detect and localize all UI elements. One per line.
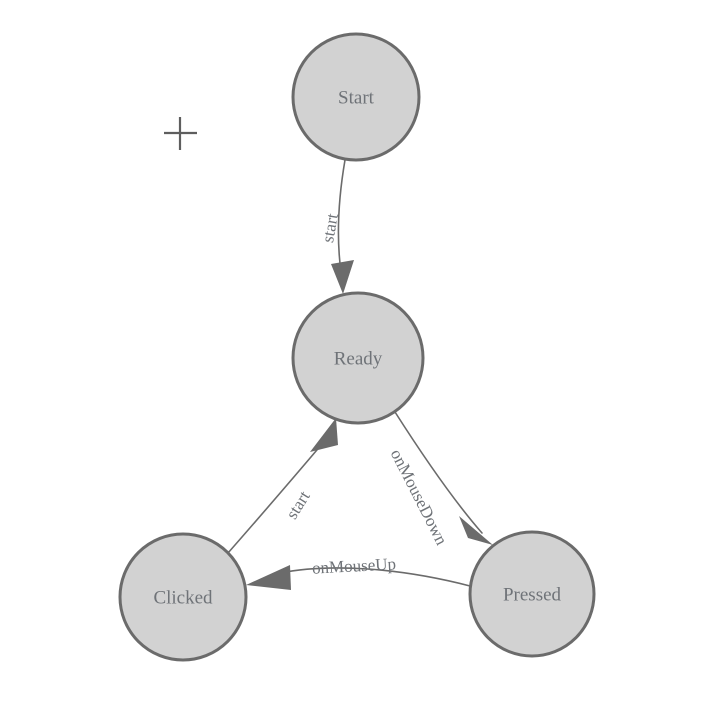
node-clicked[interactable]: Clicked [118,532,248,662]
node-label-clicked: Clicked [153,588,213,609]
edge-path-start-to-ready[interactable] [337,159,346,273]
edge-label-ready-to-pressed: onMouseDown [387,446,452,548]
arrowhead-start-to-ready [331,260,354,294]
arrowhead-clicked-to-ready [310,418,338,452]
edge-path-clicked-to-ready[interactable] [227,443,323,554]
node-start[interactable]: Start [291,32,421,162]
node-circle-start[interactable] [291,32,421,162]
edge-ready-to-pressed[interactable]: onMouseDown [387,411,493,548]
edge-clicked-to-ready[interactable]: start [227,418,338,554]
edge-path-pressed-to-clicked[interactable] [279,567,471,587]
edge-path-ready-to-pressed[interactable] [394,411,483,534]
edge-start-to-ready[interactable]: start [318,159,354,294]
node-ready[interactable]: Ready [291,291,425,425]
crosshair-cursor-icon [164,117,197,150]
node-circle-ready[interactable] [291,291,425,425]
edge-label-clicked-to-ready: start [282,487,314,522]
node-label-start: Start [338,88,375,109]
edge-label-start-to-ready: start [318,212,342,244]
node-label-ready: Ready [334,349,383,370]
node-label-pressed: Pressed [503,585,562,606]
node-circle-clicked[interactable] [118,532,248,662]
edge-pressed-to-clicked[interactable]: onMouseUp [246,554,471,590]
node-pressed[interactable]: Pressed [468,530,596,658]
node-circle-pressed[interactable] [468,530,596,658]
edge-label-pressed-to-clicked: onMouseUp [312,554,397,577]
arrowhead-pressed-to-clicked [246,565,291,590]
arrowhead-ready-to-pressed [459,516,493,545]
